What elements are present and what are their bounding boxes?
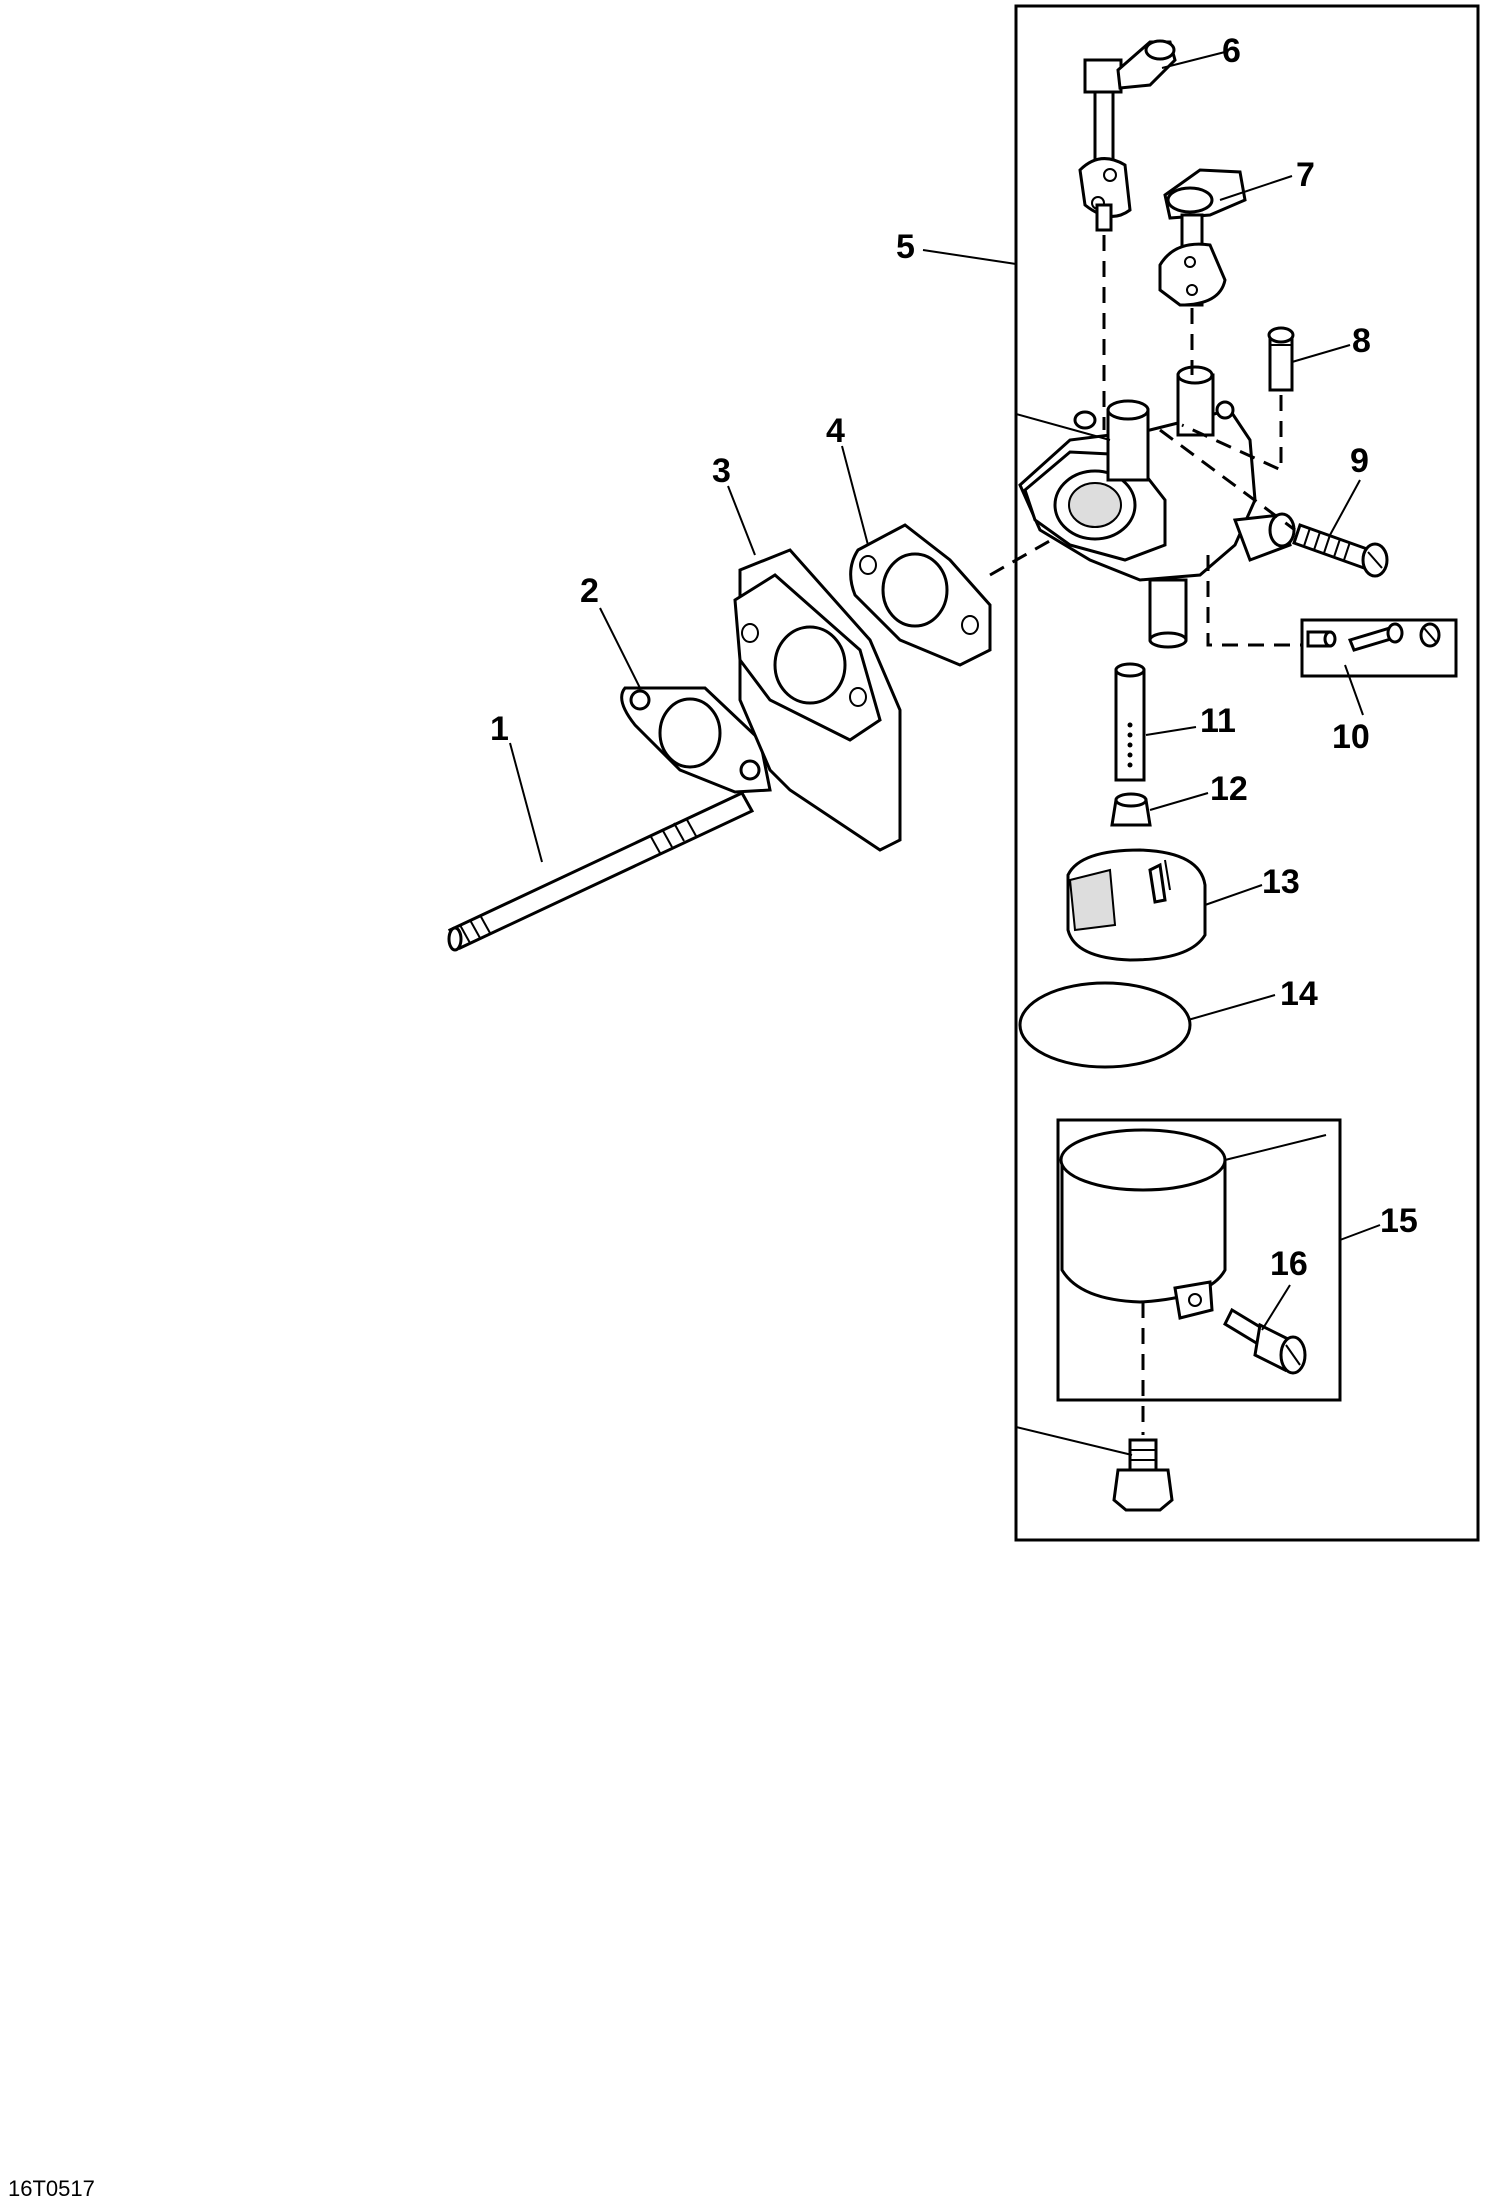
callout-3: 3 [712,452,731,490]
part-10-screw-kit [1306,622,1441,652]
part-15-float-bowl [1059,1128,1227,1320]
callout-11: 11 [1200,702,1236,740]
part-2-gasket [620,686,772,794]
callout-12: 12 [1210,770,1248,808]
callout-15: 15 [1380,1202,1418,1240]
alignment-line-idle-screw [1159,428,1296,532]
alignment-line-intake [989,513,1096,577]
part-4-gasket [849,523,992,667]
callout-1: 1 [490,710,509,748]
carburetor-body [1018,365,1296,649]
bowl-bolt [1112,1438,1174,1512]
float-bowl-assembly-frame [1056,1118,1342,1402]
screw-kit-box [1300,618,1458,678]
carburetor-assembly-frame [1014,4,1480,1542]
callout-9: 9 [1350,442,1369,480]
callout-10: 10 [1332,718,1370,756]
part-3-insulator [733,548,902,852]
callout-14: 14 [1280,975,1318,1013]
part-13-float [1066,848,1207,962]
alignment-line-kit [1206,555,1302,647]
part-7-choke-shaft [1158,168,1247,307]
callout-6: 6 [1222,32,1241,70]
callout-8: 8 [1352,322,1371,360]
callout-13: 13 [1262,863,1300,901]
part-14-o-ring [1018,981,1192,1069]
part-16-drain-screw [1223,1307,1307,1375]
callout-2: 2 [580,572,599,610]
part-11-main-nozzle [1114,662,1146,782]
callout-7: 7 [1296,156,1315,194]
callout-16: 16 [1270,1245,1308,1283]
leader-bowl-bolt [1015,1426,1133,1456]
part-12-main-jet [1110,792,1152,827]
figure-id: 16T0517 [8,2176,95,2201]
leader-lines [509,51,1381,1331]
callout-4: 4 [826,412,845,450]
part-9-idle-screw [1292,523,1389,578]
part-1-stud [447,791,755,952]
callout-5: 5 [896,228,915,266]
part-6-throttle-shaft [1078,39,1177,232]
part-8-pilot-screw [1267,326,1295,392]
